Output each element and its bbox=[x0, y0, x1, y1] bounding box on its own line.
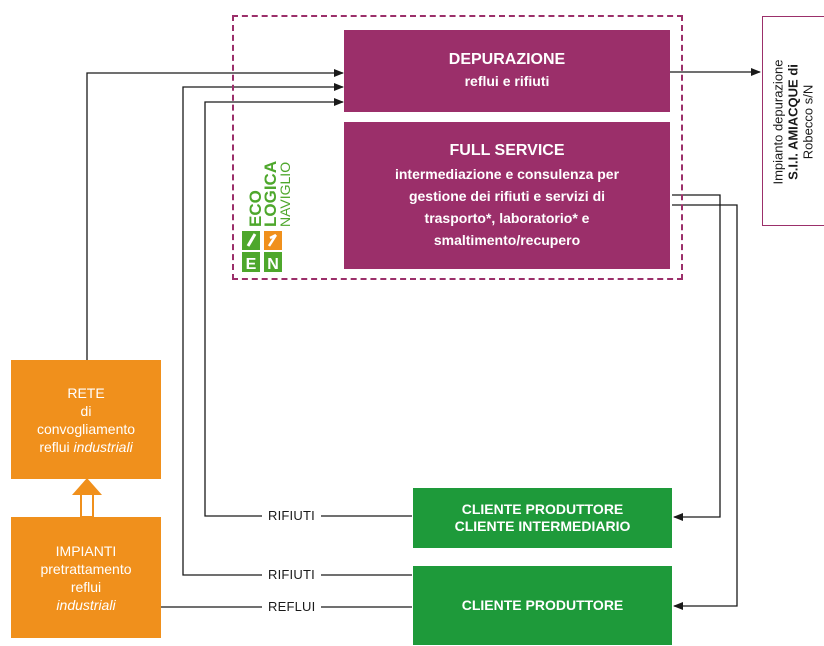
rete-line: RETE bbox=[67, 384, 105, 401]
flow-label-reflui: REFLUI bbox=[262, 599, 322, 615]
flow-label-rifiuti-bottom: RIFIUTI bbox=[262, 567, 321, 583]
logo-word-eco: ECO bbox=[246, 190, 265, 227]
full-service-title: FULL SERVICE bbox=[449, 141, 565, 159]
impianti-line: pretrattamento bbox=[40, 560, 132, 577]
full-service-line: intermediazione e consulenza per bbox=[394, 165, 620, 182]
ecologica-naviglio-frame bbox=[232, 15, 683, 280]
client-top-line: CLIENTE PRODUTTORE bbox=[461, 501, 624, 517]
client-top-line: CLIENTE INTERMEDIARIO bbox=[454, 518, 631, 534]
connector-fullservice-to-client-top bbox=[672, 194, 721, 521]
client-bottom-label: CLIENTE PRODUTTORE bbox=[461, 597, 624, 613]
full-service-line: trasporto*, laboratorio* e bbox=[424, 209, 590, 226]
rete-line: di bbox=[80, 402, 92, 419]
full-service-line: smaltimento/recupero bbox=[433, 231, 581, 248]
depurazione-box: DEPURAZIONE reflui e rifiuti bbox=[344, 30, 670, 112]
rete-box: RETE di convogliamento reflui industrial… bbox=[11, 360, 161, 479]
rete-line: reflui industriali bbox=[39, 438, 132, 456]
plant-box bbox=[762, 16, 824, 226]
impianti-box: IMPIANTI pretrattamento reflui industria… bbox=[11, 517, 161, 638]
flow-label-rifiuti-top: RIFIUTI bbox=[262, 508, 321, 524]
plant-line: S.I.I. AMIACQUE di bbox=[785, 64, 801, 180]
impianti-line: industriali bbox=[56, 596, 116, 613]
ecologica-naviglio-logo: ECO LOGICA NAVIGLIO E N bbox=[242, 161, 293, 272]
logo-letter-n: N bbox=[267, 256, 279, 272]
plant-line: Impianto depurazione bbox=[770, 59, 786, 185]
full-service-line: gestione dei rifiuti e servizi di bbox=[408, 187, 606, 204]
logo-word-logica: LOGICA bbox=[261, 161, 280, 227]
rete-line4-plain: reflui bbox=[39, 438, 74, 455]
client-bottom-box: CLIENTE PRODUTTORE bbox=[413, 566, 672, 645]
plant-line: Robecco s/N bbox=[800, 84, 816, 160]
depurazione-title: DEPURAZIONE bbox=[448, 51, 566, 68]
rete-line: convogliamento bbox=[36, 420, 136, 437]
depurazione-subtitle: reflui e rifiuti bbox=[464, 73, 550, 89]
logo-word-naviglio: NAVIGLIO bbox=[277, 162, 293, 227]
client-top-box: CLIENTE PRODUTTORE CLIENTE INTERMEDIARIO bbox=[413, 488, 672, 548]
plant-label: Impianto depurazione S.I.I. AMIACQUE di … bbox=[771, 59, 816, 184]
orange-up-arrow bbox=[72, 478, 102, 518]
connector-fullservice-to-client-bottom bbox=[672, 204, 738, 610]
full-service-box: FULL SERVICE intermediazione e consulenz… bbox=[344, 122, 670, 269]
rete-line4-italic: industriali bbox=[73, 438, 133, 455]
impianti-line: IMPIANTI bbox=[55, 542, 117, 559]
logo-letter-e: E bbox=[246, 256, 257, 272]
connector-rete-to-depurazione bbox=[86, 69, 344, 360]
impianti-line: reflui bbox=[70, 578, 102, 595]
